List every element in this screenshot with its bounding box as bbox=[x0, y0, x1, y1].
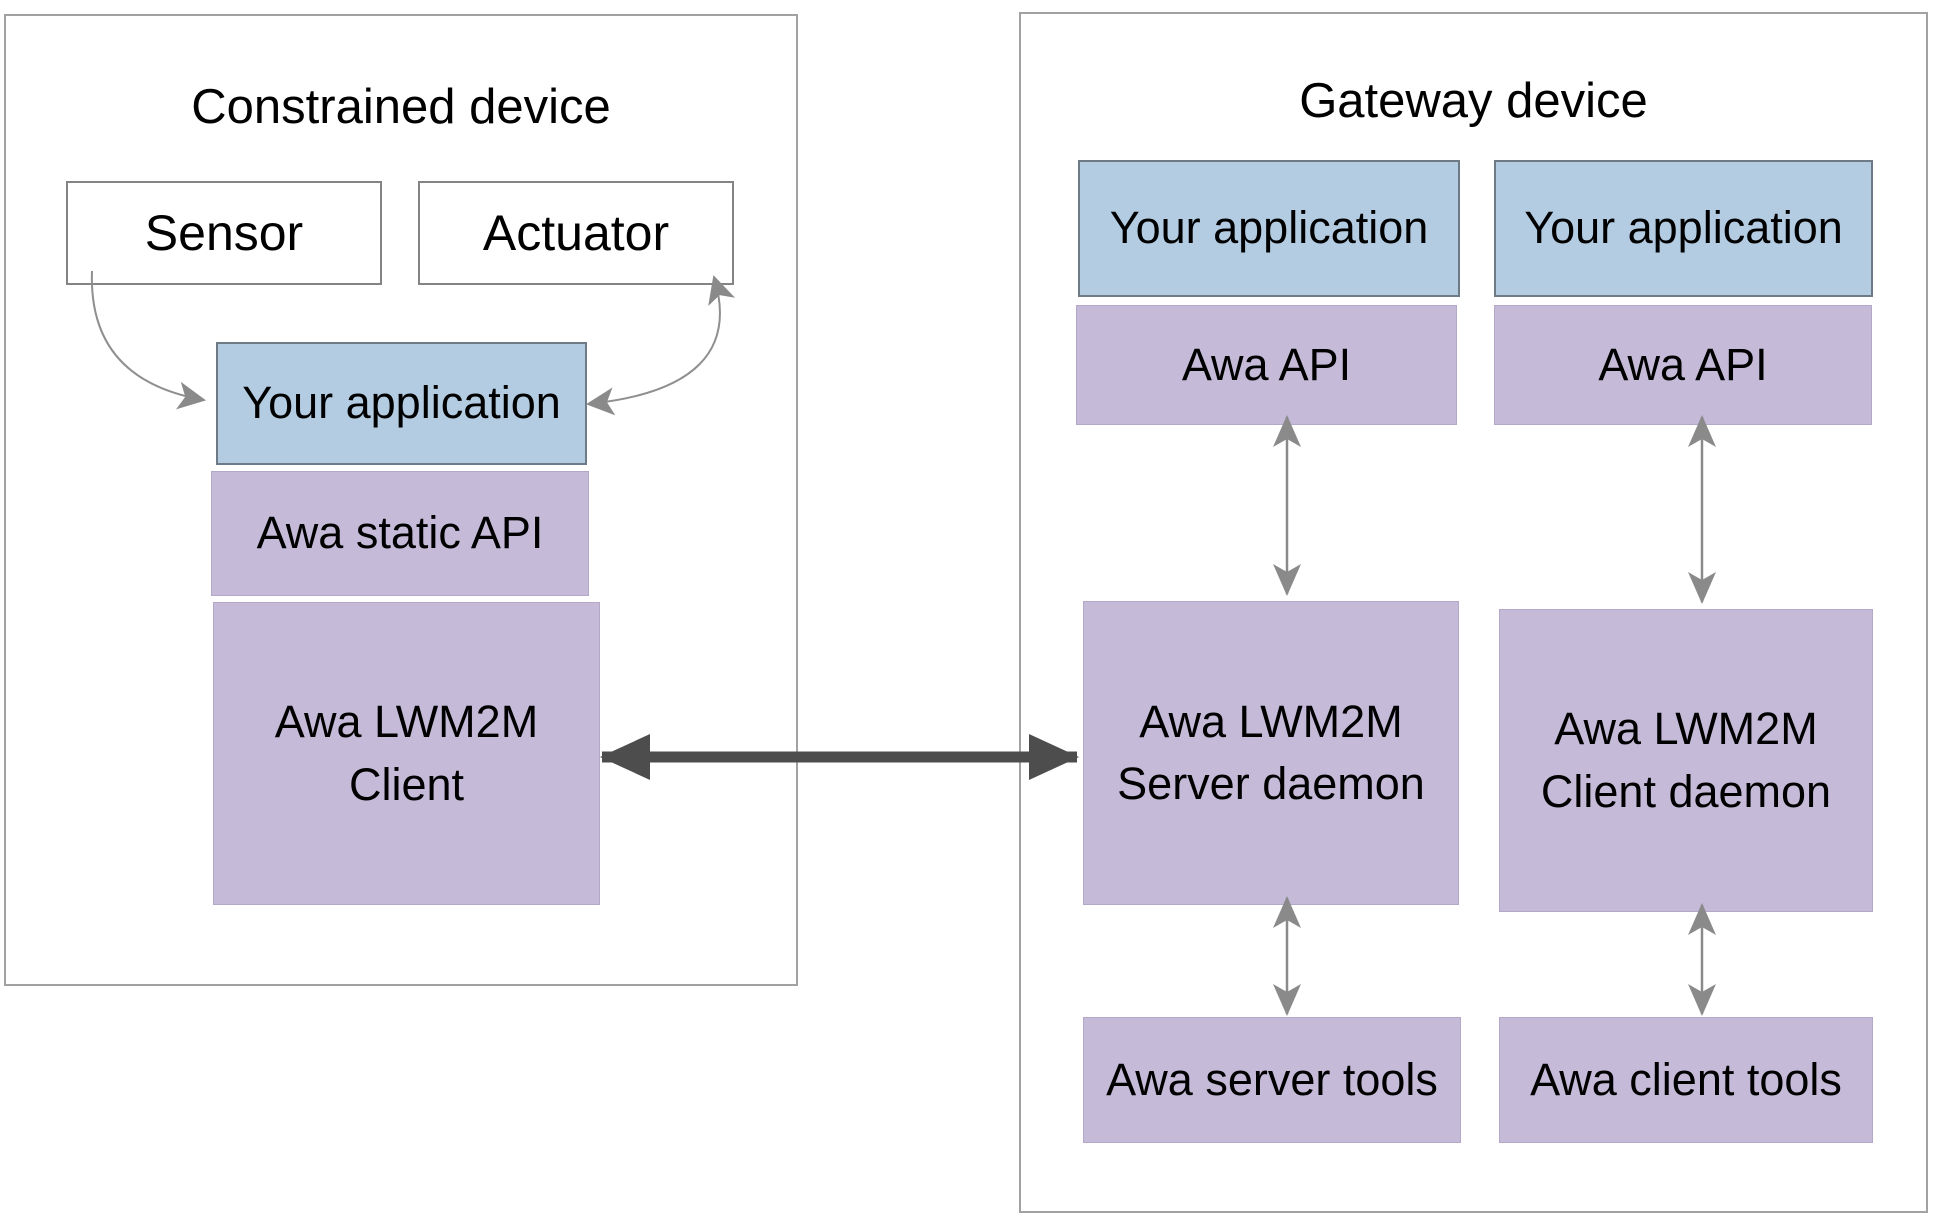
awa-client-tools-label: Awa client tools bbox=[1530, 1053, 1842, 1105]
your-application-label: Your application bbox=[1524, 202, 1843, 254]
awa-lwm2m-client-label-line2: Client bbox=[348, 758, 465, 810]
actuator-box: Actuator bbox=[418, 181, 734, 285]
constrained-device-title: Constrained device bbox=[191, 79, 611, 134]
constrained-device-panel: Constrained device Sensor Actuator Your … bbox=[4, 14, 798, 986]
awa-api-box-client-column: Awa API bbox=[1494, 305, 1872, 425]
awa-static-api-box: Awa static API bbox=[211, 471, 589, 596]
server-daemon-label-line1: Awa LWM2M bbox=[1139, 695, 1403, 747]
awa-server-tools-label: Awa server tools bbox=[1106, 1053, 1438, 1105]
awa-lwm2m-client-box: Awa LWM2M Client bbox=[213, 602, 600, 905]
awa-static-api-label: Awa static API bbox=[256, 507, 544, 559]
gateway-device-title: Gateway device bbox=[1299, 73, 1648, 128]
actuator-label: Actuator bbox=[482, 204, 670, 261]
your-application-box-server-column: Your application bbox=[1078, 160, 1460, 297]
gateway-device-panel: Gateway device Your application Awa API … bbox=[1019, 12, 1928, 1213]
sensor-label: Sensor bbox=[144, 204, 304, 261]
awa-server-tools-box: Awa server tools bbox=[1083, 1017, 1461, 1143]
awa-lwm2m-server-daemon-box: Awa LWM2M Server daemon bbox=[1083, 601, 1459, 905]
awa-client-tools-box: Awa client tools bbox=[1499, 1017, 1873, 1143]
your-application-box: Your application bbox=[216, 342, 587, 465]
sensor-box: Sensor bbox=[66, 181, 382, 285]
client-daemon-label-line2: Client daemon bbox=[1540, 765, 1832, 817]
awa-api-label: Awa API bbox=[1181, 338, 1352, 390]
awa-api-box-server-column: Awa API bbox=[1076, 305, 1457, 425]
your-application-label: Your application bbox=[242, 377, 561, 429]
your-application-box-client-column: Your application bbox=[1494, 160, 1873, 297]
your-application-label: Your application bbox=[1109, 202, 1429, 254]
awa-lwm2m-client-daemon-box: Awa LWM2M Client daemon bbox=[1499, 609, 1873, 912]
awa-lwm2m-client-label-line1: Awa LWM2M bbox=[274, 696, 539, 748]
awa-api-label: Awa API bbox=[1598, 338, 1768, 390]
client-daemon-label-line1: Awa LWM2M bbox=[1554, 703, 1818, 755]
server-daemon-label-line2: Server daemon bbox=[1117, 758, 1425, 809]
